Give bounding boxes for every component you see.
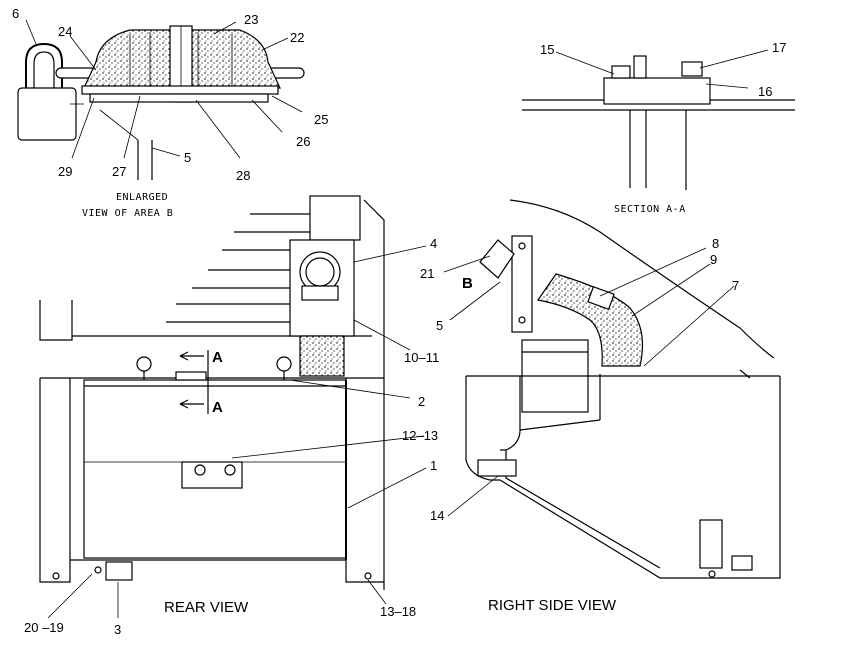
callout-2: 2 — [418, 394, 425, 409]
callout-29: 29 — [58, 164, 72, 179]
enlarged-caption-line2: VIEW OF AREA B — [82, 208, 173, 219]
callout-25: 25 — [314, 112, 328, 127]
callout-14: 14 — [430, 508, 444, 523]
leaders-section — [555, 49, 769, 89]
marker-b: B — [462, 275, 473, 292]
callout-20-19: 20 –19 — [24, 620, 64, 635]
rear-view — [39, 195, 385, 590]
enlarged-caption-line1: ENLARGED — [116, 192, 168, 203]
callout-26: 26 — [296, 134, 310, 149]
leaders-rear — [47, 245, 427, 619]
section-caption: SECTION A-A — [614, 204, 686, 215]
callout-10-11: 10–11 — [404, 350, 439, 365]
padlock — [17, 42, 77, 141]
callout-17: 17 — [772, 40, 786, 55]
callout-23: 23 — [244, 12, 258, 27]
leaders-enlarged — [25, 19, 303, 159]
callout-8: 8 — [712, 236, 719, 251]
rear-view-caption: REAR VIEW — [164, 599, 249, 616]
callout-22: 22 — [290, 30, 304, 45]
callout-24: 24 — [58, 24, 72, 39]
callout-7: 7 — [732, 278, 739, 293]
callout-15: 15 — [540, 42, 554, 57]
callout-21: 21 — [420, 266, 434, 281]
right-side-view-caption: RIGHT SIDE VIEW — [488, 597, 617, 614]
callout-6: 6 — [12, 6, 19, 21]
right-side-view — [465, 199, 781, 579]
callout-4: 4 — [430, 236, 437, 251]
enlarged-view-area-b — [17, 25, 305, 180]
section-a-a — [522, 55, 795, 190]
callout-9: 9 — [710, 252, 717, 267]
leaders-side — [443, 247, 735, 517]
marker-a-top: A — [212, 349, 223, 366]
callout-3: 3 — [114, 622, 121, 637]
callout-28: 28 — [236, 168, 250, 183]
callout-5-top: 5 — [184, 150, 191, 165]
callout-16: 16 — [758, 84, 772, 99]
hydraulic-tank — [83, 379, 347, 559]
callout-13-18: 13–18 — [380, 604, 416, 619]
callout-27: 27 — [112, 164, 126, 179]
callout-1: 1 — [430, 458, 437, 473]
callout-12-13: 12–13 — [402, 428, 438, 443]
callout-5-side: 5 — [436, 318, 443, 333]
marker-a-bottom: A — [212, 399, 223, 416]
